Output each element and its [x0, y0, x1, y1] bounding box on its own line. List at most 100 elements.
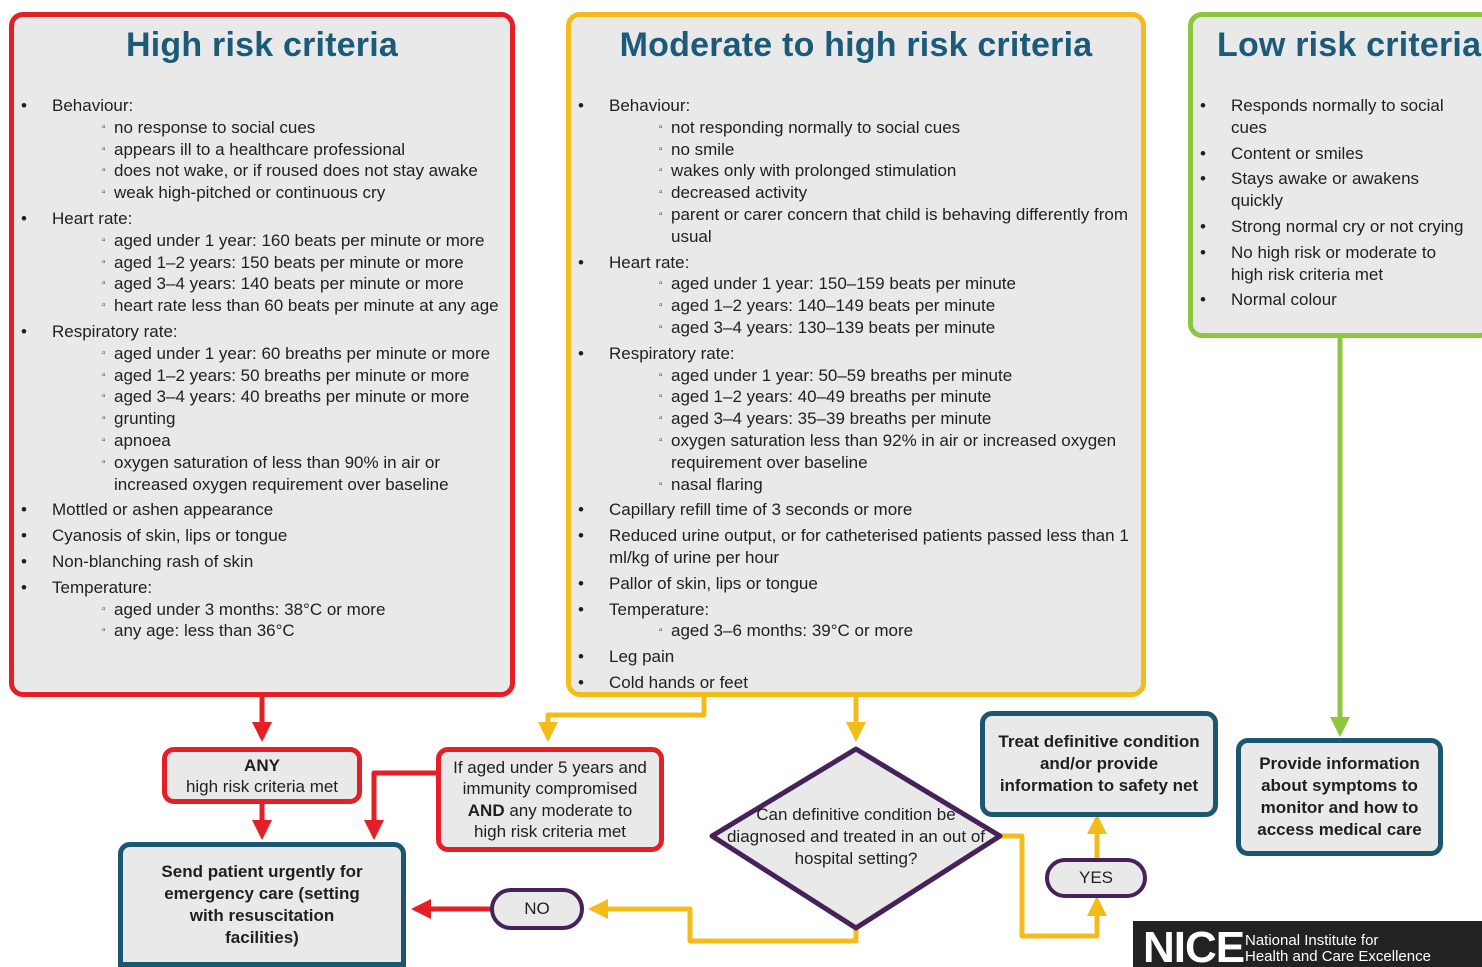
- square-bullet-icon: ▫: [102, 278, 106, 290]
- square-bullet-icon: ▫: [102, 256, 106, 268]
- nice-fullname-line1: National Institute for: [1245, 932, 1379, 949]
- low-risk-item-text: Normal colour: [1231, 290, 1337, 310]
- square-bullet-icon: ▫: [102, 165, 106, 177]
- high-risk-item-text: Mottled or ashen appearance: [52, 500, 274, 520]
- low-risk-item: •Normal colour: [1193, 289, 1469, 311]
- under5-line3: any moderate to: [504, 800, 633, 820]
- low-risk-item-text: Responds normally to social cues: [1231, 96, 1444, 137]
- moderate-risk-subitem: ▫aged 3–4 years: 35–39 breaths per minut…: [659, 408, 1135, 430]
- provide-info-text: Provide information about symptoms to mo…: [1257, 754, 1422, 839]
- square-bullet-icon: ▫: [102, 413, 106, 425]
- arrow-diamond-to-no: [588, 899, 859, 944]
- moderate-risk-subitem: ▫ decreased activity: [659, 182, 1135, 204]
- high-risk-subitem: ▫ aged under 1 year: 160 beats per minute…: [102, 230, 506, 252]
- moderate-risk-item-text: Capillary refill time of 3 seconds or mo…: [609, 500, 913, 520]
- moderate-risk-item-text: Temperature:: [609, 599, 710, 619]
- high-risk-subitem: ▫aged 1–2 years: 150 beats per minute or…: [102, 252, 506, 274]
- high-risk-subitem-text: appears ill to a healthcare professional: [114, 139, 406, 159]
- square-bullet-icon: ▫: [102, 300, 106, 312]
- low-risk-item-text: No high risk or moderate to high risk cr…: [1231, 242, 1437, 284]
- high-risk-subitem: ▫no response to social cues: [102, 117, 506, 139]
- low-risk-item: •Responds normally to social cues: [1193, 95, 1469, 139]
- moderate-risk-subitem-text: oxygen saturation less than 92% in air o…: [671, 430, 1117, 472]
- moderate-risk-item: •Respiratory rate:▫aged under 1 year: 50…: [571, 343, 1135, 496]
- moderate-risk-subitem-text: no smile: [671, 139, 735, 159]
- moderate-risk-item: • Behaviour: ▫not responding normally to s…: [571, 95, 1135, 248]
- low-risk-item-text: Content or smiles: [1231, 143, 1364, 163]
- moderate-risk-sublist: ▫not responding normally to social cues▫…: [609, 117, 1135, 248]
- yes-label: YES: [1078, 868, 1114, 887]
- decision-diamond: [709, 746, 1003, 931]
- moderate-risk-item-text: Leg pain: [609, 647, 675, 667]
- bullet-icon: •: [21, 526, 27, 546]
- high-risk-subitem: ▫apnoea: [102, 430, 506, 452]
- bullet-icon: •: [21, 321, 27, 341]
- high-risk-subitem-text: grunting: [114, 409, 176, 429]
- under5-line2: immunity compromised: [462, 779, 638, 798]
- high-risk-subitem-text: aged under 1 year: 60 breaths per minute…: [114, 343, 491, 363]
- moderate-risk-item-text: Behaviour:: [609, 96, 691, 115]
- under5-line1: If aged under 5 years and: [453, 757, 647, 777]
- moderate-risk-item-text: Pallor of skin, lips or tongue: [609, 573, 818, 593]
- low-risk-item-text: Strong normal cry or not crying: [1231, 216, 1464, 236]
- bullet-icon: •: [578, 599, 584, 619]
- high-risk-subitem: ▫ oxygen saturation of less than 90% in a…: [102, 452, 506, 496]
- square-bullet-icon: ▫: [659, 187, 663, 199]
- low-risk-item: •Content or smiles: [1193, 143, 1469, 165]
- bullet-icon: •: [578, 96, 584, 115]
- high-risk-subitem: ▫weak high-pitched or continuous cry: [102, 182, 506, 204]
- high-risk-sublist: ▫ aged under 1 year: 160 beats per minute…: [52, 230, 506, 317]
- high-risk-subitem: ▫appears ill to a healthcare professiona…: [102, 139, 506, 161]
- bullet-icon: •: [1200, 216, 1206, 236]
- under5-line4: high risk criteria met: [473, 822, 627, 841]
- bullet-icon: •: [578, 647, 584, 667]
- high-risk-subitem: ▫ aged under 3 months: 38°C or more: [102, 599, 506, 621]
- moderate-risk-subitem: ▫ oxygen saturation less than 92% in air …: [659, 430, 1135, 474]
- square-bullet-icon: ▫: [102, 369, 106, 381]
- low-risk-item-text: Stays awake or awakens quickly: [1231, 169, 1420, 211]
- high-risk-subitem-text: no response to social cues: [114, 117, 316, 137]
- moderate-risk-sublist: ▫aged under 1 year: 150–159 beats per mi…: [609, 273, 1135, 338]
- treat-definitive-box: Treat definitive condition and/or provid…: [980, 711, 1218, 817]
- bullet-icon: •: [21, 500, 27, 520]
- bullet-icon: •: [578, 252, 584, 272]
- square-bullet-icon: ▫: [102, 234, 106, 246]
- moderate-risk-item-text: Cold hands or feet: [609, 672, 748, 692]
- high-risk-subitem-text: weak high-pitched or continuous cry: [114, 183, 386, 203]
- moderate-risk-subitem-text: aged 3–4 years: 130–139 beats per minute: [671, 317, 996, 337]
- moderate-risk-subitem-text: parent or carer concern that child is be…: [671, 204, 1129, 246]
- high-risk-item: • Respiratory rate: ▫ aged under 1 year: 60…: [14, 321, 506, 495]
- nice-logo: NICE National Institute for Health and C…: [1133, 921, 1482, 967]
- high-risk-item-text: Respiratory rate:: [52, 321, 178, 341]
- high-risk-subitem-text: aged under 1 year: 160 beats per minute …: [114, 230, 485, 250]
- high-risk-subitem-text: oxygen saturation of less than 90% in ai…: [114, 452, 449, 494]
- moderate-risk-item-text: Reduced urine output, or for catheterise…: [609, 526, 1129, 567]
- moderate-risk-subitem: ▫no smile: [659, 139, 1135, 161]
- bullet-icon: •: [21, 551, 27, 571]
- square-bullet-icon: ▫: [659, 321, 663, 333]
- moderate-risk-subitem-text: aged 1–2 years: 40–49 breaths per minute: [671, 387, 992, 407]
- bullet-icon: •: [578, 672, 584, 692]
- bullet-icon: •: [1200, 242, 1206, 262]
- moderate-risk-list: • Behaviour: ▫not responding normally to s…: [571, 95, 1141, 694]
- square-bullet-icon: ▫: [102, 456, 106, 468]
- low-risk-title: Low risk criteria: [1217, 26, 1482, 64]
- high-risk-sublist: ▫aged under 3 months: 38°C or more▫any a…: [52, 599, 506, 643]
- high-risk-title: High risk criteria: [126, 26, 398, 64]
- moderate-risk-item-text: Respiratory rate:: [609, 343, 735, 363]
- high-risk-panel: High risk criteria •Behaviour:▫no respon…: [9, 12, 515, 697]
- square-bullet-icon: ▫: [102, 603, 106, 615]
- low-risk-list: •Responds normally to social cues•Conten…: [1193, 95, 1482, 311]
- moderate-risk-sublist: ▫aged 3–6 months: 39°C or more: [609, 620, 1135, 642]
- square-bullet-icon: ▫: [659, 300, 663, 312]
- square-bullet-icon: ▫: [659, 434, 663, 446]
- high-risk-subitem-text: aged under 3 months: 38°C or more: [114, 599, 386, 619]
- diamond-question: Can definitive condition be diagnosed an…: [726, 805, 986, 868]
- moderate-risk-subitem-text: decreased activity: [671, 183, 808, 203]
- square-bullet-icon: ▫: [102, 347, 106, 359]
- high-risk-subitem-text: aged 3–4 years: 140 beats per minute or …: [114, 274, 464, 294]
- under5-and: AND: [467, 800, 505, 820]
- moderate-risk-subitem: ▫nasal flaring: [659, 474, 1135, 496]
- high-risk-sublist: ▫ aged under 1 year: 60 breaths per minut…: [52, 343, 506, 496]
